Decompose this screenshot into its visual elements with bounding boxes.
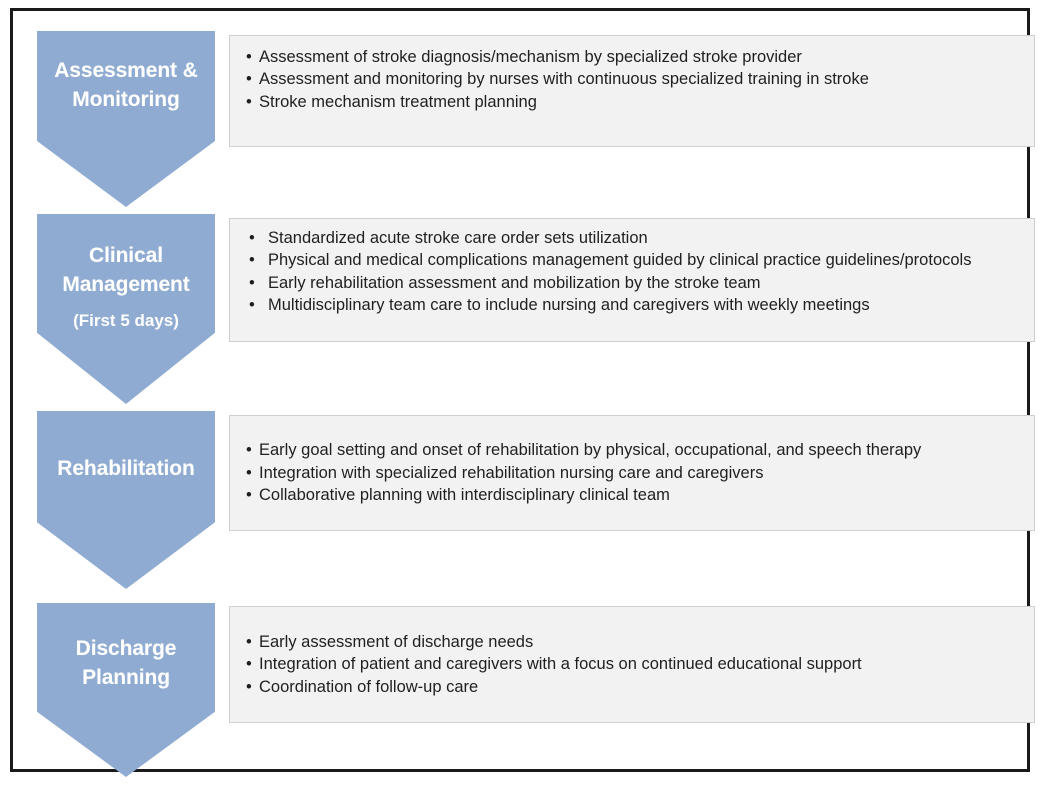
bullet-item: Multidisciplinary team care to include n… [244,294,1020,317]
bullet-item: Integration with specialized rehabilitat… [244,462,1020,485]
bullet-item: Early goal setting and onset of rehabili… [244,439,1020,462]
stage-label-rehabilitation: Rehabilitation [57,457,195,480]
bullet-list-assessment-monitoring: Assessment of stroke diagnosis/mechanism… [244,46,1020,114]
bullet-item: Assessment and monitoring by nurses with… [244,68,1020,91]
bullet-item: Stroke mechanism treatment planning [244,91,1020,114]
stage-panel-discharge-planning: Early assessment of discharge needs Inte… [229,606,1035,723]
stage-panel-rehabilitation: Early goal setting and onset of rehabili… [229,415,1035,531]
stage-label-clinical-management: Clinical Management [62,244,190,296]
stage-label-discharge-planning: Discharge Planning [75,637,177,689]
bullet-item: Standardized acute stroke care order set… [244,227,1020,250]
stage-chevron-discharge-planning[interactable]: Discharge Planning [37,603,215,777]
stage-chevron-clinical-management[interactable]: Clinical Management (First 5 days) [37,214,215,404]
stage-chevron-assessment-monitoring[interactable]: Assessment & Monitoring [37,31,215,207]
bullet-item: Collaborative planning with interdiscipl… [244,484,1020,507]
stage-label-assessment-monitoring: Assessment & Monitoring [54,59,198,111]
bullet-item: Coordination of follow-up care [244,676,1020,699]
bullet-item: Physical and medical complications manag… [244,249,1020,272]
bullet-list-discharge-planning: Early assessment of discharge needs Inte… [244,631,1020,699]
stage-panel-clinical-management: Standardized acute stroke care order set… [229,218,1035,342]
stage-sublabel-clinical-management: (First 5 days) [73,310,179,330]
diagram-frame: Assessment & Monitoring Assessment of st… [10,8,1035,777]
bullet-item: Integration of patient and caregivers wi… [244,653,1020,676]
bullet-list-clinical-management: Standardized acute stroke care order set… [244,227,1020,317]
stage-chevron-rehabilitation[interactable]: Rehabilitation [37,411,215,589]
bullet-item: Early rehabilitation assessment and mobi… [244,272,1020,295]
bullet-list-rehabilitation: Early goal setting and onset of rehabili… [244,439,1020,507]
bullet-item: Early assessment of discharge needs [244,631,1020,654]
stage-panel-assessment-monitoring: Assessment of stroke diagnosis/mechanism… [229,35,1035,147]
bullet-item: Assessment of stroke diagnosis/mechanism… [244,46,1020,69]
